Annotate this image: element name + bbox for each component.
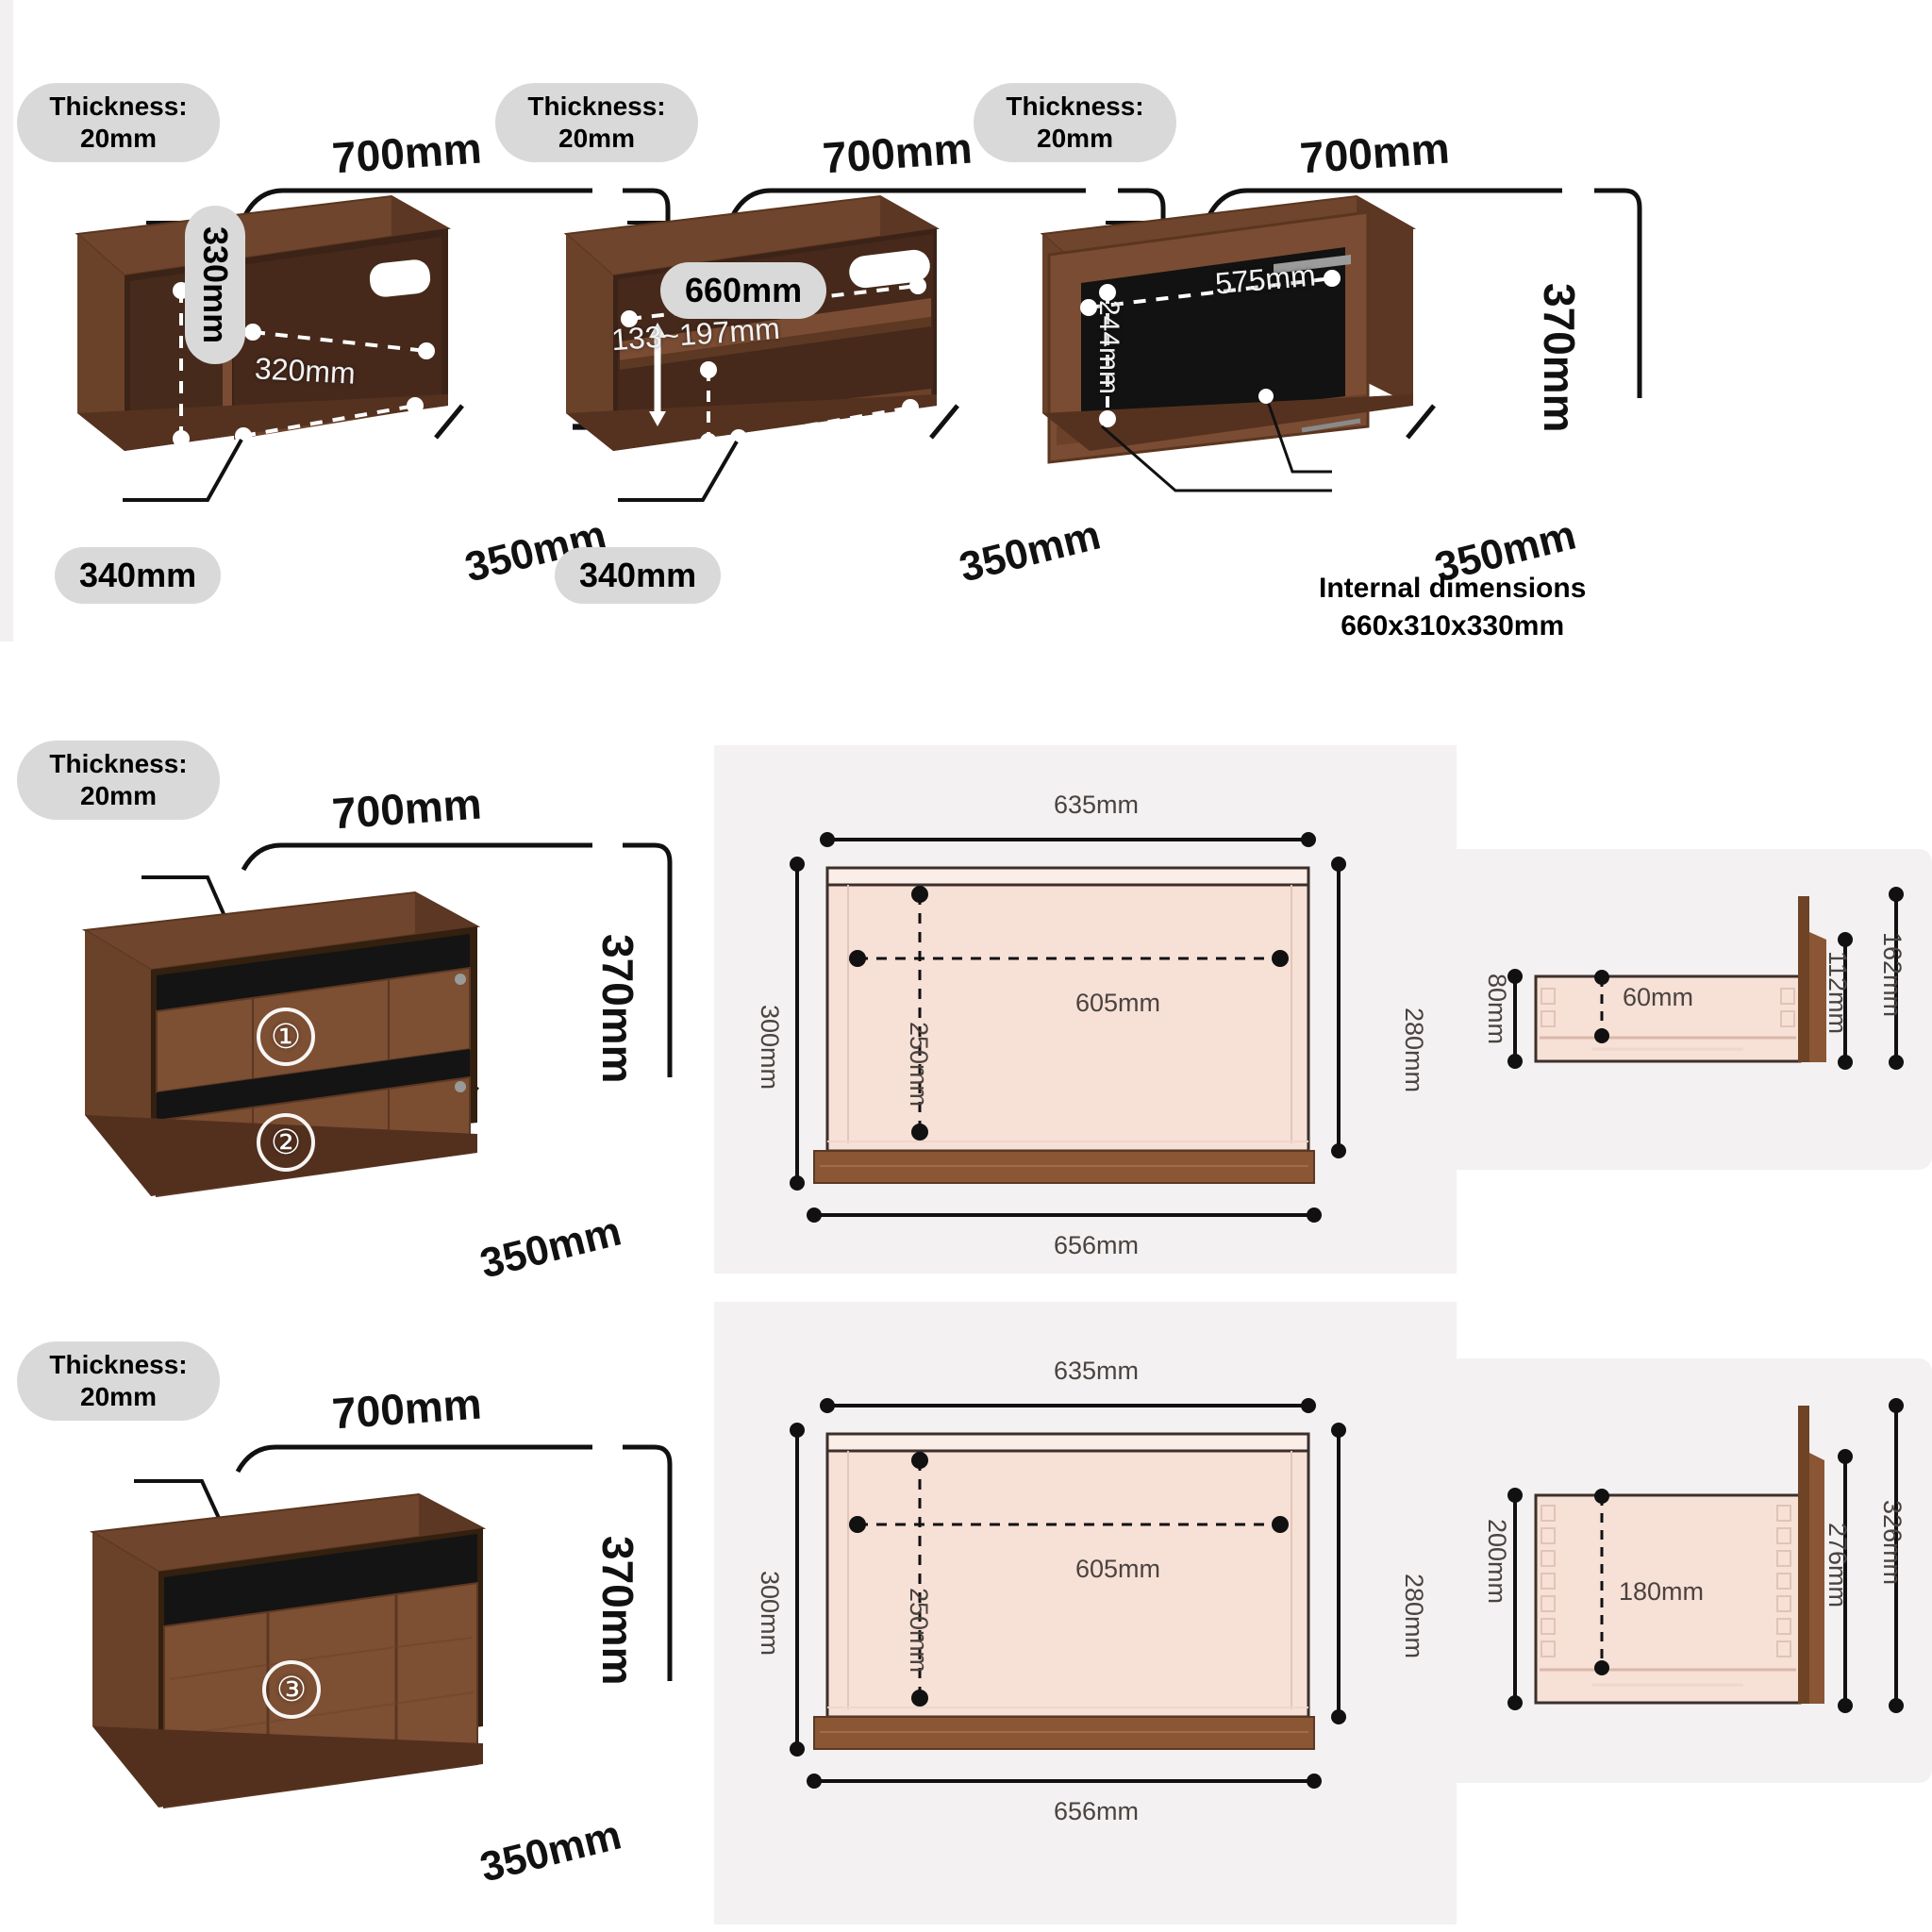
module5-thickness-line2: 20mm	[80, 1382, 157, 1411]
module1-inner-width-white: 320mm	[254, 351, 357, 391]
module2-width-label: 700mm	[821, 123, 974, 183]
module4-thickness-badge: Thickness: 20mm	[17, 741, 220, 820]
module3-thickness-line1: Thickness:	[1006, 91, 1144, 121]
module3-caption-line1: Internal dimensions	[1319, 573, 1587, 604]
drawer-section-shallow-left-height-label: 80mm	[1483, 974, 1511, 1045]
drawer-front-shallow-bottom-label: 656mm	[1054, 1231, 1140, 1259]
module3-height-label: 370mm	[1535, 283, 1584, 433]
module1-thickness-line1: Thickness:	[49, 91, 188, 121]
drawer-section-shallow-mid-height-label: 112mm	[1824, 951, 1852, 1035]
drawer-front-shallow-inner-height-label: 250mm	[905, 1022, 933, 1108]
drawer-front-deep-left-height-label: 300mm	[756, 1571, 784, 1657]
drawer-front-shallow-top-label: 635mm	[1054, 791, 1140, 819]
drawer-section-deep-left-height-label: 200mm	[1483, 1519, 1511, 1605]
drawer-section-deep-inner-depth-label: 180mm	[1619, 1577, 1705, 1606]
drawer-front-shallow-drawing	[790, 832, 1346, 1223]
drawer-front-deep-right-height-label: 280mm	[1400, 1574, 1428, 1659]
drawer-section-shallow-drawing	[1507, 887, 1904, 1070]
module4-width-label: 700mm	[330, 778, 484, 839]
drawer-front-deep-top-label: 635mm	[1054, 1357, 1140, 1385]
module3-illustration	[1040, 188, 1642, 492]
left-edge-strip	[0, 0, 13, 641]
module5-marker-door-3: ③	[262, 1660, 321, 1719]
module3-internal-dimensions-caption: Internal dimensions 660x310x330mm	[1319, 570, 1586, 644]
module5-marker-value: ③	[275, 1670, 308, 1708]
module1-inner-height-value: 330mm	[195, 226, 235, 344]
module5-height-label: 370mm	[593, 1536, 642, 1686]
module2-inner-width-badge-2: 340mm	[555, 547, 722, 604]
module4-marker-bottom-value: ②	[270, 1123, 302, 1161]
module1-inner-height-badge: 330mm	[185, 206, 245, 365]
module4-marker-top-value: ①	[270, 1017, 302, 1056]
module5-thickness-line1: Thickness:	[49, 1349, 188, 1379]
module2-thickness-badge: Thickness: 20mm	[495, 83, 698, 162]
drawer-front-deep-inner-height-label: 250mm	[905, 1588, 933, 1674]
drawer-front-deep-drawing	[790, 1398, 1346, 1789]
drawer-front-deep-inner-width-label: 605mm	[1075, 1555, 1161, 1583]
module2-inner-width-value: 660mm	[685, 271, 803, 309]
module5-illustration	[89, 1444, 673, 1809]
drawer-section-shallow-inner-depth-label: 60mm	[1623, 983, 1694, 1011]
drawer-front-shallow-right-height-label: 280mm	[1400, 1008, 1428, 1093]
module1-thickness-badge: Thickness: 20mm	[17, 83, 220, 162]
module4-height-label: 370mm	[593, 934, 642, 1084]
module3-caption-line2: 660x310x330mm	[1341, 609, 1565, 641]
module2-thickness-line1: Thickness:	[527, 91, 666, 121]
module5-thickness-badge: Thickness: 20mm	[17, 1341, 220, 1421]
module5-width-label: 700mm	[330, 1378, 484, 1439]
module4-thickness-line2: 20mm	[80, 781, 157, 810]
module3-glass-height-white: 244mm	[1093, 300, 1124, 395]
module2-thickness-line2: 20mm	[558, 124, 635, 153]
module1-inner-width-value: 340mm	[79, 556, 197, 594]
drawer-front-deep-bottom-label: 656mm	[1054, 1797, 1140, 1825]
module4-thickness-line1: Thickness:	[49, 748, 188, 778]
module2-inner-width-value-2: 340mm	[579, 556, 697, 594]
module4-marker-drawer-1: ①	[257, 1008, 315, 1066]
module1-width-label: 700mm	[330, 123, 484, 183]
module1-thickness-line2: 20mm	[80, 124, 157, 153]
module4-marker-drawer-2: ②	[257, 1113, 315, 1172]
module3-thickness-badge: Thickness: 20mm	[974, 83, 1176, 162]
drawer-section-shallow-outer-height-label: 162mm	[1878, 932, 1907, 1018]
module1-inner-width-badge: 340mm	[55, 547, 222, 604]
drawer-front-shallow-inner-width-label: 605mm	[1075, 989, 1161, 1017]
module1-illustration	[75, 188, 671, 502]
module2-inner-width-badge: 660mm	[660, 262, 827, 319]
module3-thickness-line2: 20mm	[1037, 124, 1113, 153]
drawer-front-shallow-left-height-label: 300mm	[756, 1005, 784, 1091]
drawer-section-deep-mid-height-label: 276mm	[1824, 1523, 1852, 1608]
module3-width-label: 700mm	[1298, 123, 1452, 183]
drawer-section-deep-outer-height-label: 326mm	[1878, 1500, 1907, 1586]
drawer-section-deep-drawing	[1507, 1398, 1904, 1713]
